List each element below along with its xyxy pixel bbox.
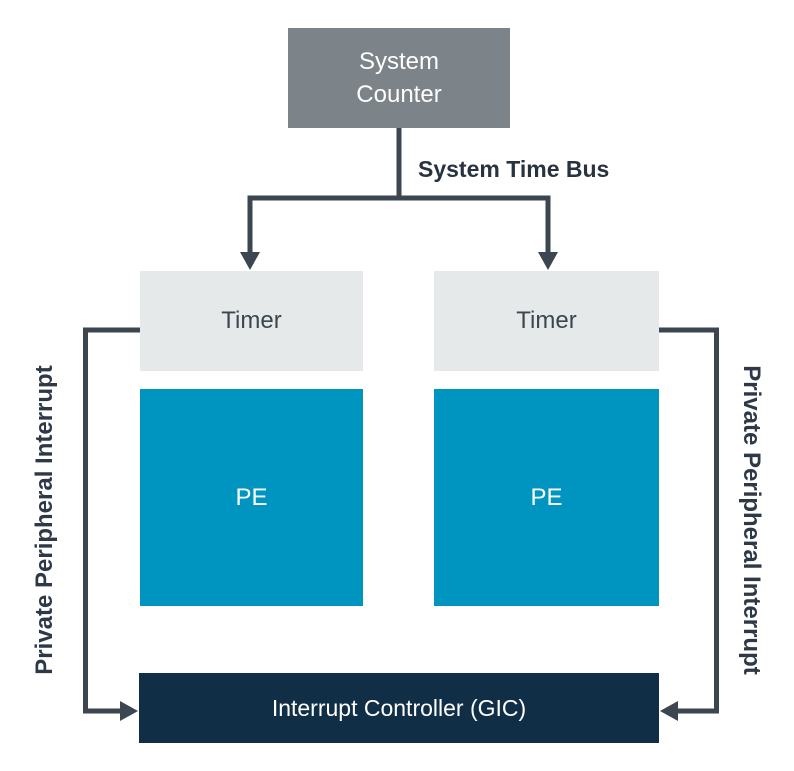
pe-box-right: PE (434, 389, 659, 606)
system-time-bus-label: System Time Bus (418, 156, 610, 182)
arrowhead-down-left-timer (240, 252, 260, 270)
interrupt-controller-box: Interrupt Controller (GIC) (139, 673, 659, 743)
system-counter-box: System Counter (288, 28, 510, 128)
timer-right-label: Timer (516, 307, 577, 334)
left-ppi-label: Private Peripheral Interrupt (31, 365, 58, 675)
left-ppi-line (83, 327, 140, 714)
timer-left-label: Timer (221, 307, 282, 334)
timer-box-right: Timer (434, 271, 659, 371)
right-ppi-label: Private Peripheral Interrupt (738, 365, 765, 675)
right-ppi-line (659, 327, 719, 714)
pe-right-label: PE (530, 483, 563, 511)
arrowhead-right-into-gic (120, 701, 138, 721)
pe-left-label: PE (235, 483, 268, 511)
system-time-bus-branch-line (247, 195, 551, 253)
system-counter-label: System Counter (356, 47, 442, 108)
pe-box-left: PE (140, 389, 363, 606)
arrowhead-down-right-timer (538, 252, 558, 270)
timer-box-left: Timer (140, 271, 363, 371)
interrupt-controller-label: Interrupt Controller (GIC) (271, 694, 527, 721)
arrowhead-left-into-gic (660, 701, 678, 721)
